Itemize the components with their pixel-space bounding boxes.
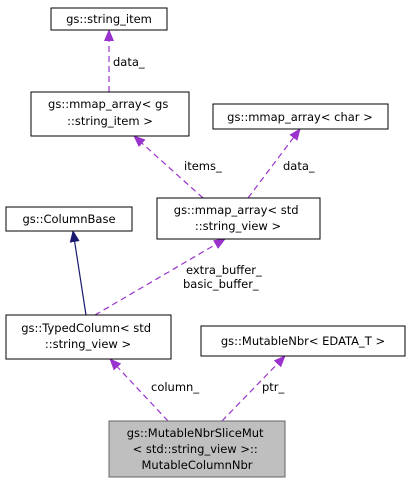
edge-label-items: items_ (184, 159, 222, 173)
edge-data-char: data_ (247, 128, 315, 199)
edge-label-buffers: extra_buffer_ basic_buffer_ (183, 263, 265, 291)
edge-data-string-item: data_ (104, 29, 145, 92)
svg-text:gs::TypedColumn< std :: gs::TypedColumn< std ::string_view > (21, 321, 155, 351)
node-string-item[interactable]: gs::string_item (50, 7, 168, 31)
node-typed-column[interactable]: gs::TypedColumn< std ::string_view > (5, 314, 172, 360)
node-column-base[interactable]: gs::ColumnBase (5, 206, 133, 232)
edge-ptr: ptr_ (221, 355, 286, 422)
edge-column: column_ (109, 358, 199, 422)
svg-text:gs::ColumnBase: gs::ColumnBase (22, 212, 115, 226)
svg-text:gs::MutableNbrSliceMut: gs::MutableNbrSliceMut < std::string_vie… (127, 426, 267, 472)
svg-text:gs::string_item: gs::string_item (66, 12, 152, 26)
svg-text:gs::MutableNbr< EDATA_T >: gs::MutableNbr< EDATA_T > (221, 334, 385, 348)
node-mmap-array-string-item[interactable]: gs::mmap_array< gs ::string_item > (30, 91, 190, 137)
edge-label-data-char: data_ (283, 159, 315, 173)
edge-items: items_ (133, 135, 222, 199)
svg-text:gs::mmap_array< char >: gs::mmap_array< char > (227, 110, 373, 124)
edge-label-ptr: ptr_ (262, 380, 285, 394)
edge-buffers: extra_buffer_ basic_buffer_ (94, 238, 265, 316)
node-mmap-array-string-view[interactable]: gs::mmap_array< std ::string_view > (156, 197, 321, 240)
edge-label-column: column_ (151, 380, 199, 394)
node-mmap-array-char[interactable]: gs::mmap_array< char > (212, 103, 389, 130)
svg-text:gs::mmap_array< std ::: gs::mmap_array< std ::string_view > (174, 203, 302, 233)
edge-label-data: data_ (113, 55, 145, 69)
edge-inherit-column-base (69, 230, 87, 316)
node-mutable-nbr-slice-mut[interactable]: gs::MutableNbrSliceMut < std::string_vie… (108, 420, 286, 478)
node-mutable-nbr[interactable]: gs::MutableNbr< EDATA_T > (200, 325, 406, 357)
svg-text:gs::mmap_array< gs ::s: gs::mmap_array< gs ::string_item > (48, 97, 172, 128)
